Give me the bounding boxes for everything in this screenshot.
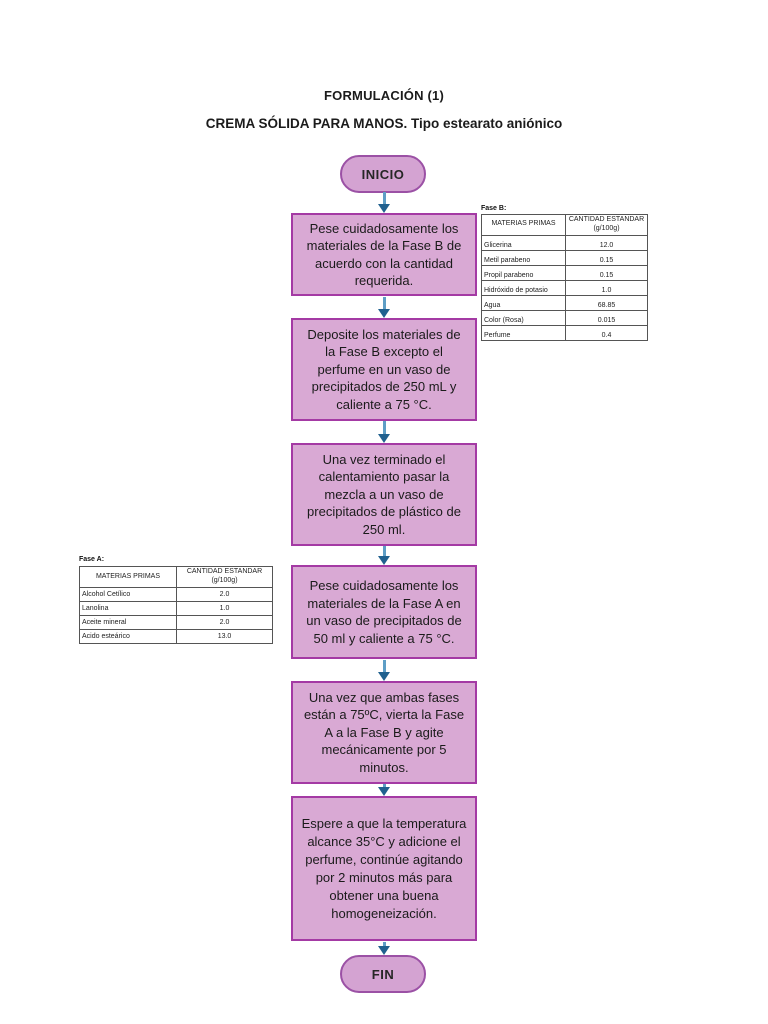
column-header-quantity: CANTIDAD ESTANDAR (g/100g) <box>176 566 273 588</box>
table-cell: 1.0 <box>565 279 648 296</box>
flow-arrow-5 <box>378 660 390 681</box>
fase-a-table-label: Fase A: <box>79 556 105 563</box>
table-cell: Propil parabeno <box>481 264 566 281</box>
table-row: Hidróxido de potasio 1.0 <box>481 279 648 296</box>
table-row: Propil parabeno 0.15 <box>481 264 648 281</box>
start-label: INICIO <box>361 166 405 182</box>
flow-start-terminator: INICIO <box>340 155 426 193</box>
table-row: Perfume 0.4 <box>481 324 648 341</box>
arrow-head-icon <box>378 556 390 565</box>
arrow-shaft <box>382 297 386 309</box>
flow-arrow-2 <box>378 297 390 318</box>
arrow-shaft <box>382 784 386 787</box>
page-subtitle: CREMA SÓLIDA PARA MANOS. Tipo estearato … <box>205 116 563 131</box>
column-header-quantity: CANTIDAD ESTANDAR (g/100g) <box>565 214 648 236</box>
fase-b-table: MATERIAS PRIMAS CANTIDAD ESTANDAR (g/100… <box>481 214 648 341</box>
table-cell: 0.4 <box>565 324 648 341</box>
flow-arrow-7 <box>378 942 390 955</box>
table-row: Color (Rosa) 0.015 <box>481 309 648 326</box>
end-label: FIN <box>371 966 395 982</box>
table-cell: Alcohol Cetílico <box>79 587 177 602</box>
fase-a-table: MATERIAS PRIMAS CANTIDAD ESTANDAR (g/100… <box>79 566 273 644</box>
table-row: Acido esteárico 13.0 <box>79 629 273 644</box>
flow-arrow-3 <box>378 421 390 443</box>
table-cell: Acido esteárico <box>79 629 177 644</box>
flow-end-terminator: FIN <box>340 955 426 993</box>
fase-b-table-label: Fase B: <box>481 205 507 212</box>
table-row: Alcohol Cetílico 2.0 <box>79 587 273 602</box>
page-title: FORMULACIÓN (1) <box>324 88 444 103</box>
table-cell: 13.0 <box>176 629 273 644</box>
table-row: Glicerina 12.0 <box>481 234 648 251</box>
table-cell: 0.15 <box>565 264 648 281</box>
table-row: Lanolina 1.0 <box>79 601 273 616</box>
flow-step-1: Pese cuidadosamente los materiales de la… <box>291 213 477 296</box>
flow-step-6: Espere a que la temperatura alcance 35°C… <box>291 796 477 941</box>
arrow-shaft <box>382 192 386 204</box>
table-cell: Aceite mineral <box>79 615 177 630</box>
arrow-shaft <box>382 942 386 946</box>
flow-arrow-1 <box>378 192 390 213</box>
arrow-head-icon <box>378 672 390 681</box>
flow-arrow-4 <box>378 546 390 565</box>
table-row: Metil parabeno 0.15 <box>481 249 648 266</box>
arrow-head-icon <box>378 946 390 955</box>
table-cell: Agua <box>481 294 566 311</box>
arrow-shaft <box>382 421 386 434</box>
flow-step-5: Una vez que ambas fases están a 75ºC, vi… <box>291 681 477 784</box>
table-cell: 0.15 <box>565 249 648 266</box>
column-header-materials: MATERIAS PRIMAS <box>481 214 566 236</box>
arrow-head-icon <box>378 204 390 213</box>
table-cell: Perfume <box>481 324 566 341</box>
table-cell: 2.0 <box>176 587 273 602</box>
table-cell: Color (Rosa) <box>481 309 566 326</box>
table-cell: 68.85 <box>565 294 648 311</box>
flow-step-4: Pese cuidadosamente los materiales de la… <box>291 565 477 659</box>
table-cell: Metil parabeno <box>481 249 566 266</box>
table-cell: 0.015 <box>565 309 648 326</box>
arrow-shaft <box>382 660 386 672</box>
table-row: Agua 68.85 <box>481 294 648 311</box>
arrow-head-icon <box>378 434 390 443</box>
table-cell: Glicerina <box>481 234 566 251</box>
flow-step-2: Deposite los materiales de la Fase B exc… <box>291 318 477 421</box>
table-cell: Hidróxido de potasio <box>481 279 566 296</box>
table-cell: 12.0 <box>565 234 648 251</box>
arrow-head-icon <box>378 309 390 318</box>
arrow-head-icon <box>378 787 390 796</box>
flow-step-3: Una vez terminado el calentamiento pasar… <box>291 443 477 546</box>
column-header-materials: MATERIAS PRIMAS <box>79 566 177 588</box>
table-cell: 2.0 <box>176 615 273 630</box>
table-row: Aceite mineral 2.0 <box>79 615 273 630</box>
table-cell: Lanolina <box>79 601 177 616</box>
flow-arrow-6 <box>378 784 390 796</box>
table-cell: 1.0 <box>176 601 273 616</box>
arrow-shaft <box>382 546 386 556</box>
